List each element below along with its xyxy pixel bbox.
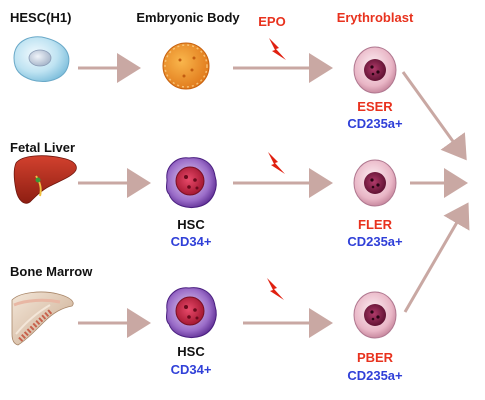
hsc-marker: CD34+ <box>171 362 212 377</box>
header-epo: EPO <box>258 14 285 29</box>
fler-label: FLER <box>358 217 393 232</box>
source-label-fetal-liver: Fetal Liver <box>10 140 75 155</box>
hsc-marker: CD34+ <box>171 234 212 249</box>
fler-marker: CD235a+ <box>347 234 403 249</box>
arrow-eser-to-output <box>401 71 467 161</box>
stem-cell-icon <box>13 36 70 82</box>
eser-marker: CD235a+ <box>347 116 403 131</box>
pber-label: PBER <box>357 350 394 365</box>
eser-label: ESER <box>357 99 393 114</box>
arrows <box>78 53 470 338</box>
liver-icon <box>13 155 77 204</box>
arrow-pber-to-output <box>403 202 470 313</box>
hsc-cell-icon <box>166 287 217 338</box>
erythroblast-cell-icon <box>353 291 397 339</box>
lightning-icon <box>267 278 284 300</box>
erythroblast-cell-icon <box>353 159 397 207</box>
header-embryonic-body: Embryonic Body <box>136 10 240 25</box>
pber-marker: CD235a+ <box>347 368 403 383</box>
bone-icon <box>11 291 74 346</box>
lightning-icons <box>267 38 286 300</box>
lightning-icon <box>268 152 285 174</box>
header-erythroblast: Erythroblast <box>337 10 414 25</box>
hsc-cell-icon <box>166 157 217 208</box>
embryonic-body-icon <box>162 42 210 90</box>
hsc-label: HSC <box>177 344 205 359</box>
hsc-label: HSC <box>177 217 205 232</box>
lightning-icon <box>269 38 286 60</box>
erythroblast-cell-icon <box>353 46 397 94</box>
source-label-bone-marrow: Bone Marrow <box>10 264 93 279</box>
source-label-hesc: HESC(H1) <box>10 10 71 25</box>
